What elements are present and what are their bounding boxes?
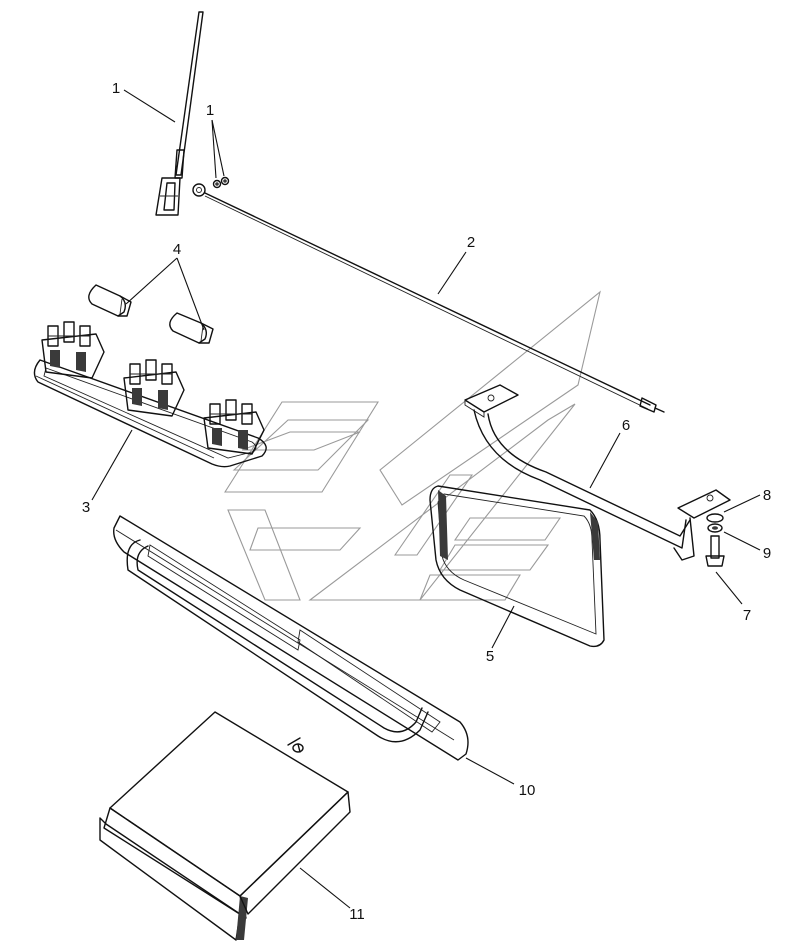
step-handle [126, 539, 429, 743]
callout-8: 8 [763, 487, 771, 504]
antenna-cable [192, 183, 665, 413]
washer-lock [707, 523, 723, 533]
callout-9: 9 [763, 545, 771, 562]
step-plate [113, 515, 469, 761]
callout-11: 11 [349, 906, 365, 923]
callout-1-antenna: 1 [112, 80, 120, 97]
callout-4: 4 [173, 241, 181, 258]
watermark-logo [224, 290, 601, 601]
antenna-rod [155, 11, 204, 216]
callout-2: 2 [467, 234, 475, 251]
callout-7: 7 [743, 607, 751, 624]
callout-6: 6 [622, 417, 630, 434]
callout-10: 10 [519, 782, 536, 799]
screw-pair [212, 176, 230, 189]
washer-flat [706, 513, 724, 523]
bulb-left [88, 284, 132, 317]
callout-5: 5 [486, 648, 494, 665]
bolt [705, 535, 725, 567]
callout-labels: 1 1 2 4 3 6 8 9 7 5 10 11 [82, 80, 771, 923]
callout-3: 3 [82, 499, 90, 516]
lamp-box [99, 711, 351, 941]
callout-1-screws: 1 [206, 102, 214, 119]
mirror-bracket-arm [464, 384, 731, 561]
bulb-right [169, 312, 214, 344]
lamp-base [33, 321, 267, 468]
mirror [429, 485, 605, 648]
leader-lines [91, 89, 761, 909]
